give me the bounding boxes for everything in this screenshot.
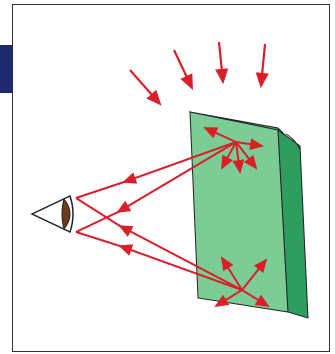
book-icon [190,112,308,318]
ray-top-upper-tail [76,182,124,198]
incoming-ray [174,50,192,88]
incoming-ray [219,42,223,82]
ray-bottom-lower-tail [76,232,120,246]
incoming-ray [130,70,160,104]
ray-top-lower-tail [76,212,118,232]
incoming-ray [261,44,265,86]
incoming-rays [130,42,265,104]
eye-icon [32,196,73,232]
